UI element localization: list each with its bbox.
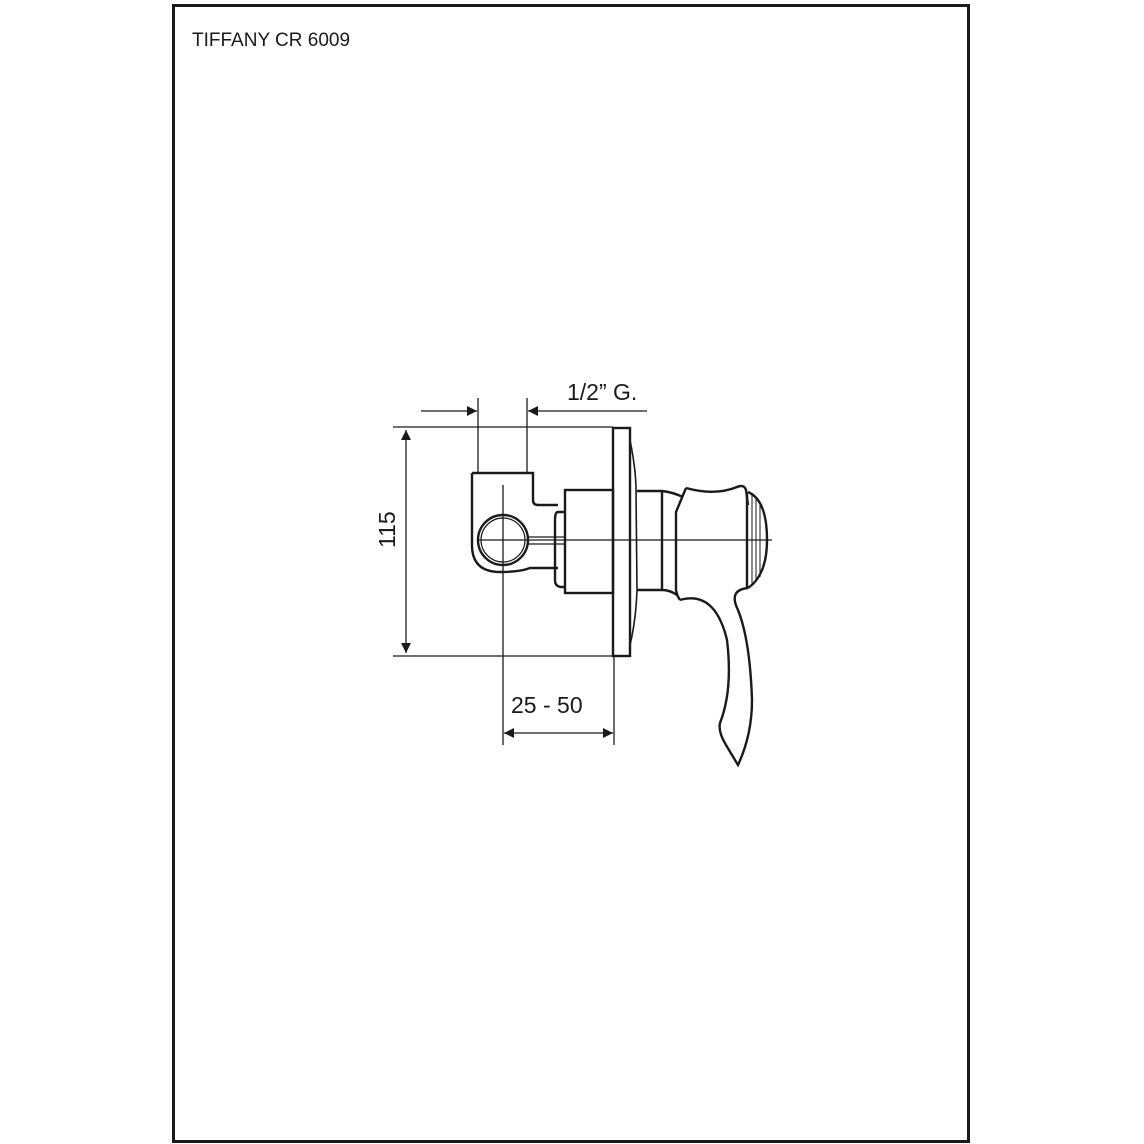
depth-dimension <box>502 485 615 745</box>
thread-label: 1/2” G. <box>567 379 637 405</box>
thread-dimension <box>421 398 647 474</box>
lever-handle <box>674 484 769 768</box>
depth-label: 25 - 50 <box>511 692 583 718</box>
product-title: TIFFANY CR 6009 <box>192 30 351 51</box>
wall-plate <box>611 426 638 658</box>
height-label: 115 <box>374 511 400 548</box>
collar <box>637 489 684 596</box>
valve-body <box>563 488 615 595</box>
elbow-inlet <box>470 471 565 589</box>
drawing-frame <box>172 4 970 1143</box>
